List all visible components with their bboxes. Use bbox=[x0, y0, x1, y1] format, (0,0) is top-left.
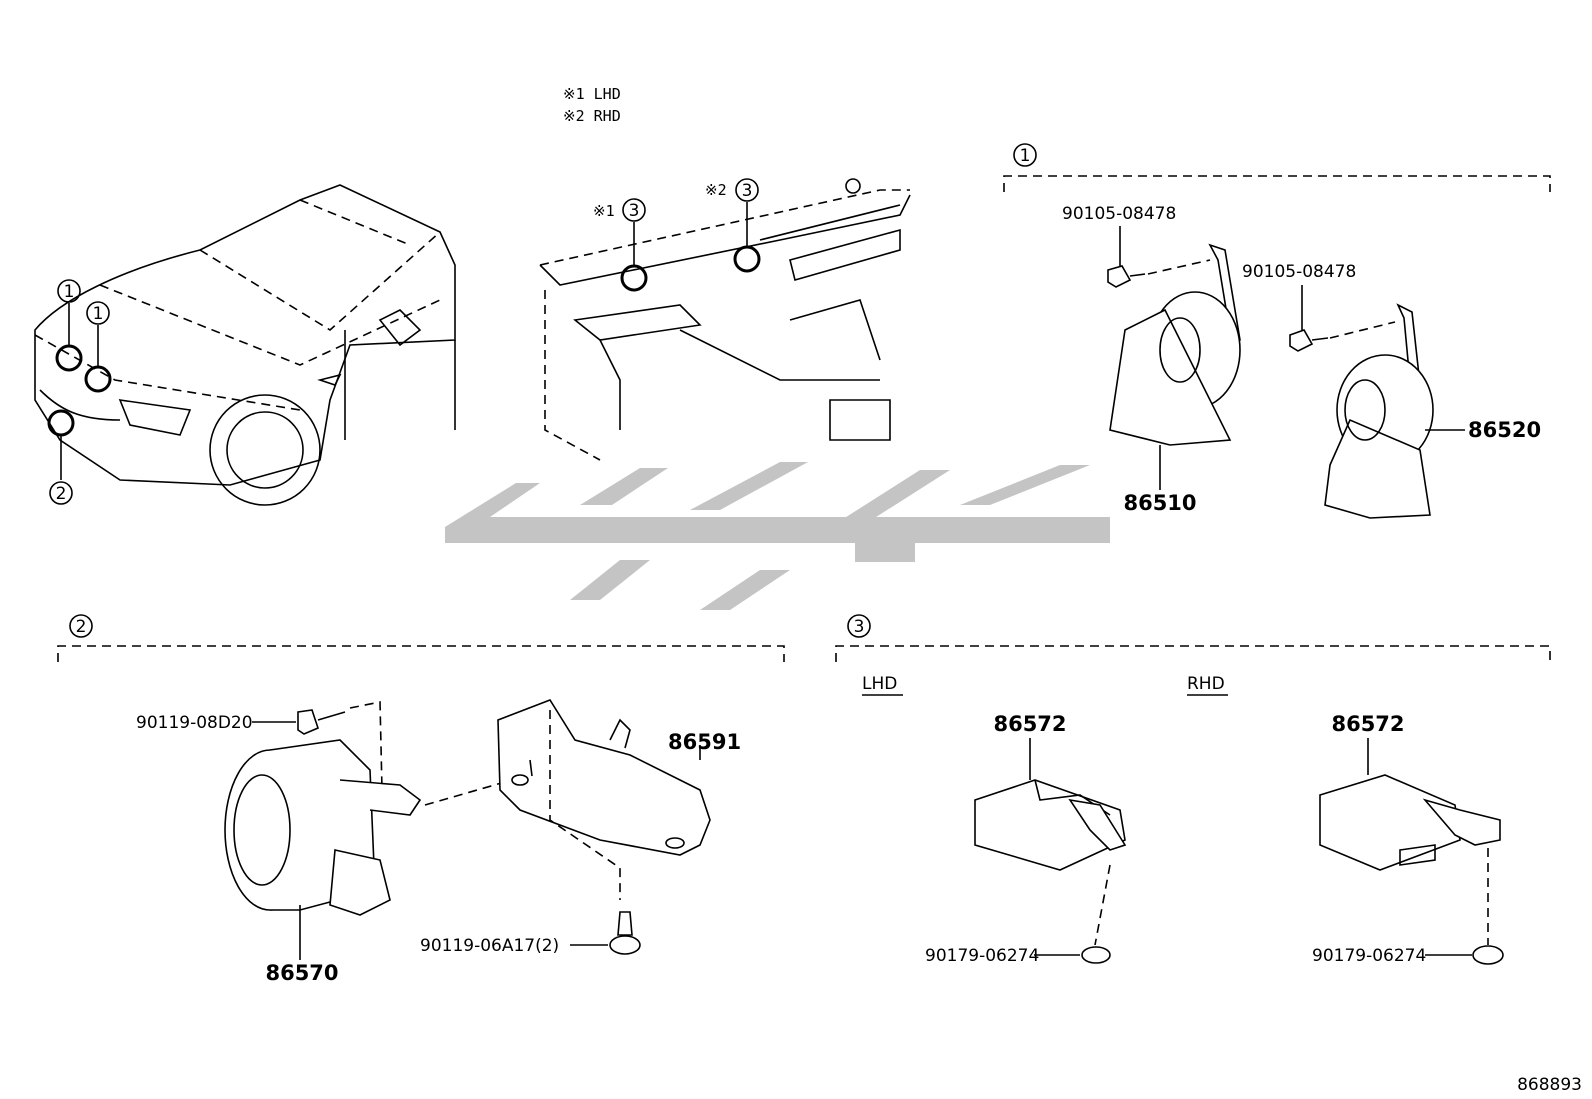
marker-label: 3 bbox=[629, 201, 640, 221]
location-marker bbox=[55, 344, 83, 372]
marker-label: 3 bbox=[742, 181, 753, 201]
location-marker bbox=[84, 365, 112, 393]
location-marker bbox=[47, 409, 75, 437]
part-number-nut: 90179-06274 bbox=[925, 946, 1039, 966]
group-label: 3 bbox=[854, 617, 865, 637]
group-label: 1 bbox=[1020, 146, 1031, 166]
part-number-bracket: 86591 bbox=[668, 730, 741, 754]
part-number-bolt: 90119-06A17(2) bbox=[420, 936, 559, 956]
dashboard-illustration bbox=[539, 178, 911, 461]
group-label: 2 bbox=[76, 617, 87, 637]
group-2-sensor: 2 90119-08D20 86570 86591 90119-06A17(2) bbox=[57, 614, 785, 985]
part-number-horn-low: 86510 bbox=[1123, 491, 1196, 515]
lhd-tag: LHD bbox=[862, 674, 897, 694]
diagram-id: 868893 bbox=[1517, 1075, 1582, 1095]
group-1-horns: 1 90105-08478 86510 90105-08478 86520 bbox=[1003, 143, 1551, 519]
note-lhd: ※1 bbox=[593, 202, 615, 220]
part-number-unit: 86572 bbox=[1331, 712, 1404, 736]
rhd-tag: RHD bbox=[1187, 674, 1225, 694]
marker-label: 1 bbox=[93, 304, 104, 324]
marker-label: 1 bbox=[64, 282, 75, 302]
part-number-horn-high: 86520 bbox=[1468, 418, 1541, 442]
part-number-bolt: 90105-08478 bbox=[1242, 262, 1356, 282]
part-number-sensor: 86570 bbox=[265, 961, 338, 985]
watermark-logo bbox=[445, 462, 1110, 610]
group-3-control-units: 3 LHD RHD 86572 90179-06274 86572 90179-… bbox=[835, 614, 1551, 966]
part-number-nut: 90179-06274 bbox=[1312, 946, 1426, 966]
part-number-unit: 86572 bbox=[993, 712, 1066, 736]
part-number-bolt: 90105-08478 bbox=[1062, 204, 1176, 224]
legend-rhd: ※2 RHD bbox=[563, 107, 621, 125]
part-number-bolt: 90119-08D20 bbox=[136, 713, 253, 733]
marker-label: 2 bbox=[56, 484, 67, 504]
legend-lhd: ※1 LHD bbox=[563, 85, 621, 103]
note-rhd: ※2 bbox=[705, 181, 727, 199]
location-marker bbox=[733, 245, 761, 273]
